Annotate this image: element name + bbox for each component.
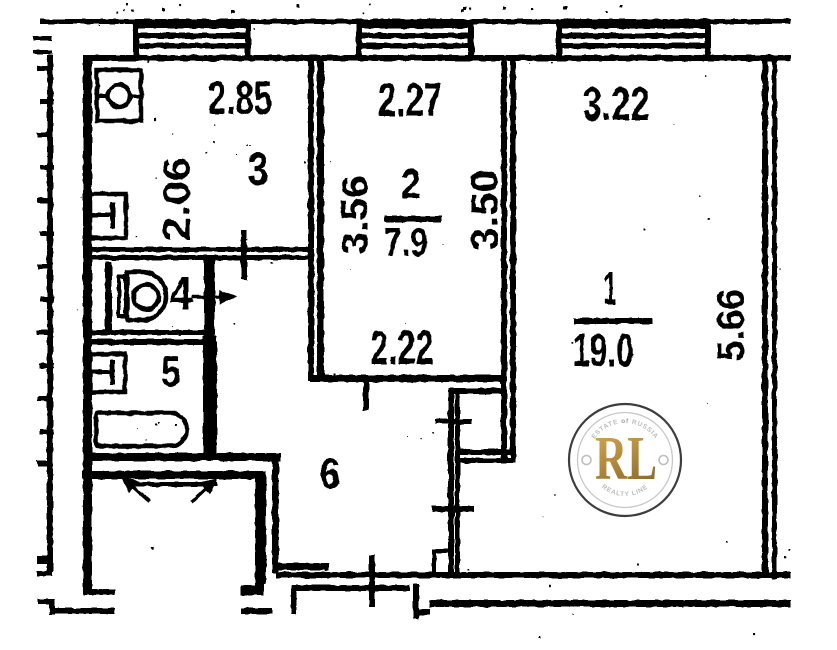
svg-text:4: 4 [170, 267, 193, 319]
svg-text:2.06: 2.06 [157, 157, 199, 241]
svg-text:3.50: 3.50 [465, 170, 507, 251]
svg-text:2.27: 2.27 [378, 73, 442, 126]
svg-text:3.22: 3.22 [583, 77, 650, 130]
svg-text:2: 2 [401, 160, 421, 207]
svg-text:1: 1 [604, 262, 616, 314]
svg-text:2.85: 2.85 [208, 71, 272, 124]
svg-text:6: 6 [320, 450, 341, 498]
svg-text:19.0: 19.0 [573, 324, 634, 376]
svg-text:7.9: 7.9 [384, 221, 428, 265]
svg-text:RL: RL [595, 425, 657, 493]
svg-text:5.66: 5.66 [711, 289, 753, 361]
svg-text:3: 3 [248, 143, 269, 195]
svg-text:3.56: 3.56 [334, 176, 375, 255]
svg-text:5: 5 [161, 348, 181, 396]
svg-text:2.22: 2.22 [371, 322, 434, 375]
